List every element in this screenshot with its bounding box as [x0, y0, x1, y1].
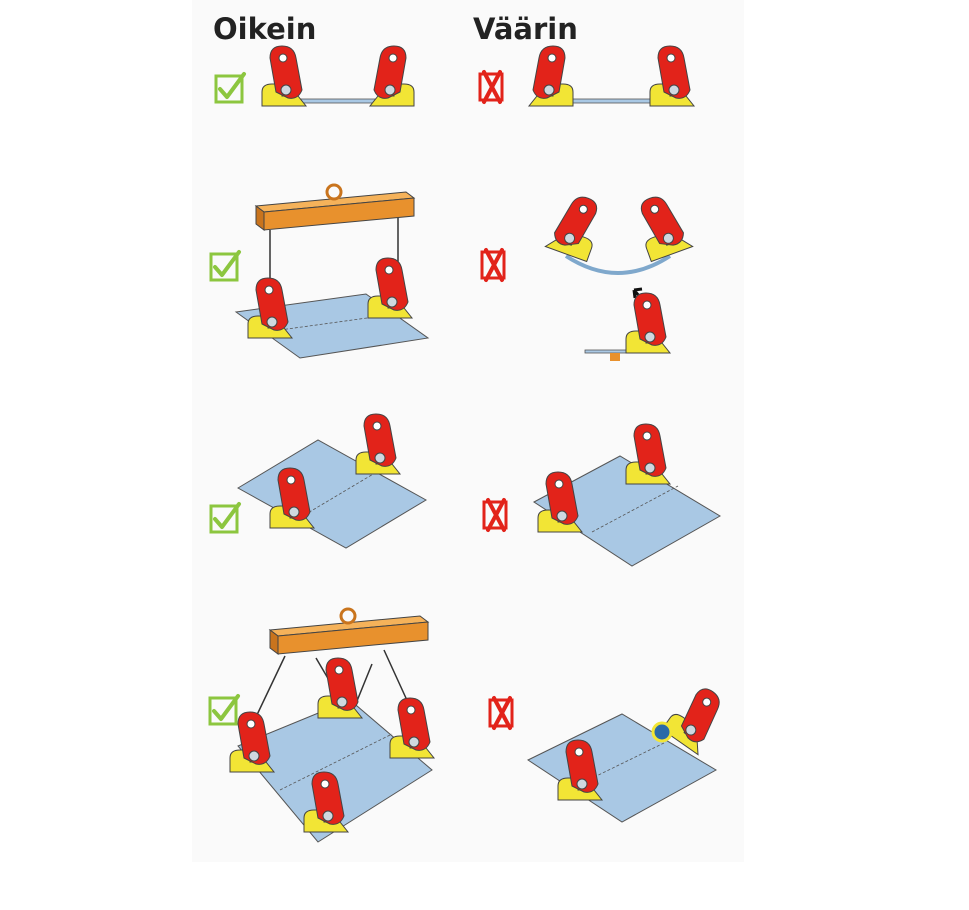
checkmark-icon [208, 694, 240, 726]
beam-lift-correct [234, 183, 430, 359]
cross-icon [480, 248, 506, 282]
cross-icon [478, 70, 504, 104]
four-clamps-beam-correct [229, 607, 435, 843]
cross-icon [482, 498, 508, 532]
checkmark-icon [209, 250, 241, 282]
cross-icon [488, 696, 514, 730]
heading-wrong: Väärin [473, 12, 578, 46]
bent-plate-wrong [544, 189, 694, 361]
heading-correct: Oikein [213, 12, 317, 46]
flat-plate-correct [261, 45, 415, 107]
checkmark-icon [214, 72, 246, 104]
two-clamps-plate-wrong [533, 423, 721, 567]
angled-clamp-plate-wrong [526, 679, 733, 823]
checkmark-icon [209, 502, 241, 534]
flat-plate-wrong [528, 45, 695, 107]
two-clamps-plate-correct [237, 413, 427, 549]
